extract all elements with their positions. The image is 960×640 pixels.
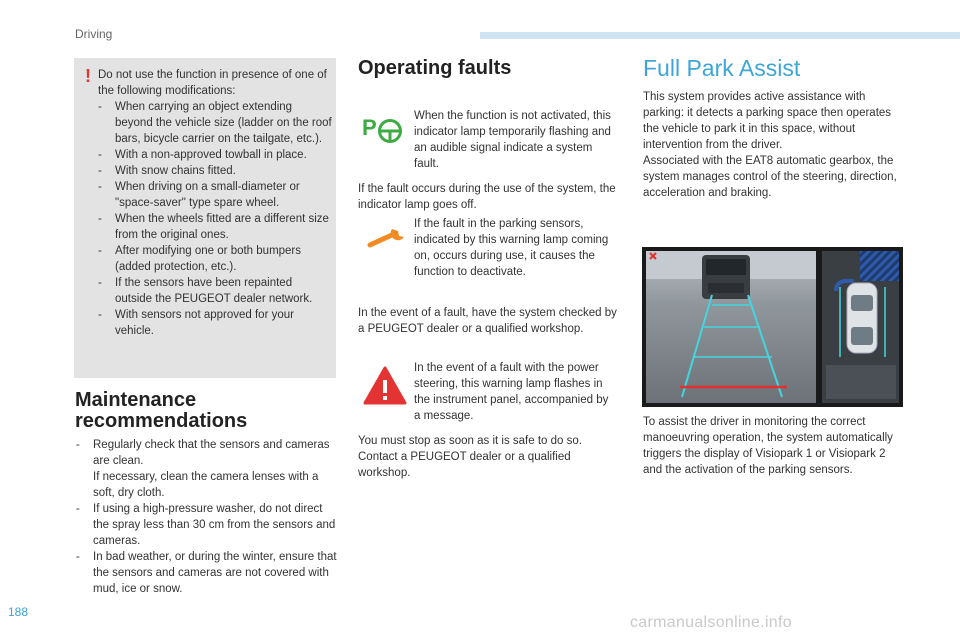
warning-exclamation-icon: ! bbox=[85, 66, 91, 86]
fault-paragraph-1: When the function is not activated, this… bbox=[414, 110, 611, 170]
park-assist-camera-image bbox=[642, 247, 903, 407]
triangle-warning-icon bbox=[362, 365, 408, 407]
page-number: 188 bbox=[8, 605, 29, 619]
list-item: -If the sensors have been repainted outs… bbox=[98, 277, 313, 305]
header-bar bbox=[480, 32, 960, 39]
list-item: -With snow chains fitted. bbox=[98, 165, 236, 177]
fault-paragraph-5: In the event of a fault with the power s… bbox=[414, 362, 609, 422]
wrench-warning-icon bbox=[366, 225, 410, 253]
list-item: -When the wheels fitted are a different … bbox=[98, 213, 329, 241]
fault-paragraph-3: If the fault in the parking sensors, ind… bbox=[414, 218, 609, 278]
fault-paragraph-4: In the event of a fault, have the system… bbox=[358, 307, 617, 335]
list-item: -Regularly check that the sensors and ca… bbox=[76, 439, 330, 499]
warning-box: ! Do not use the function in presence of… bbox=[74, 58, 336, 378]
fault-paragraph-6: You must stop as soon as it is safe to d… bbox=[358, 435, 582, 479]
operating-faults-title: Operating faults bbox=[358, 57, 512, 79]
list-item: -With sensors not approved for your vehi… bbox=[98, 309, 294, 337]
list-item: -If using a high-pressure washer, do not… bbox=[76, 503, 336, 547]
warning-intro: Do not use the function in presence of o… bbox=[98, 69, 327, 97]
list-item: -When driving on a small-diameter or "sp… bbox=[98, 181, 300, 209]
full-park-assist-title: Full Park Assist bbox=[643, 55, 801, 81]
list-item: -In bad weather, or during the winter, e… bbox=[76, 551, 337, 595]
list-item: -When carrying an object extending beyon… bbox=[98, 101, 332, 145]
full-park-assist-body: This system provides active assistance w… bbox=[643, 91, 897, 199]
watermark: carmanualsonline.info bbox=[630, 614, 792, 631]
full-park-assist-caption: To assist the driver in monitoring the c… bbox=[643, 416, 893, 476]
maintenance-list: -Regularly check that the sensors and ca… bbox=[76, 437, 338, 597]
fault-paragraph-2: If the fault occurs during the use of th… bbox=[358, 183, 616, 211]
list-item: -With a non-approved towball in place. bbox=[98, 149, 307, 161]
list-item: -After modifying one or both bumpers (ad… bbox=[98, 245, 302, 273]
section-label: Driving bbox=[75, 27, 113, 41]
warning-list: -When carrying an object extending beyon… bbox=[98, 99, 332, 339]
park-assist-indicator-icon: P bbox=[362, 113, 404, 147]
svg-text:P: P bbox=[362, 115, 377, 140]
maintenance-title: Maintenance recommendations bbox=[75, 389, 248, 432]
